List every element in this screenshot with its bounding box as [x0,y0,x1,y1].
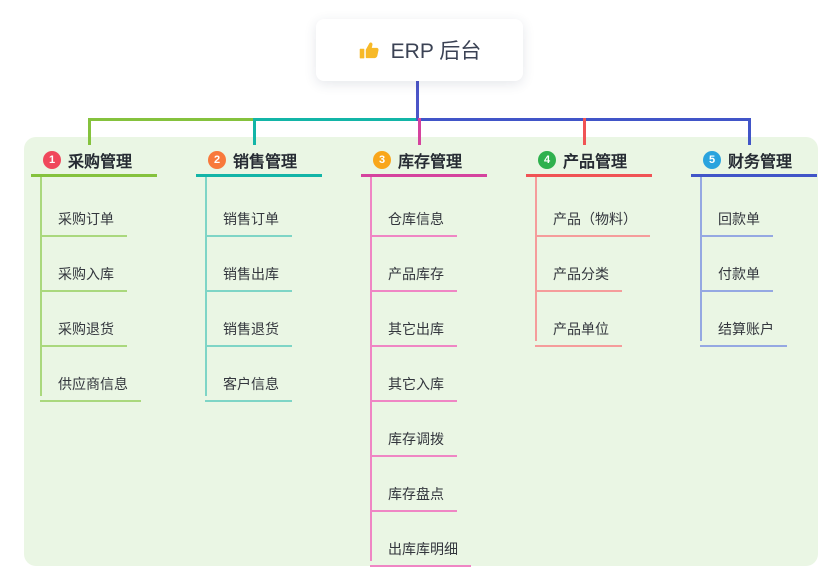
child-node[interactable]: 产品（物料） [535,189,650,237]
child-node[interactable]: 销售出库 [205,244,292,292]
child-node[interactable]: 采购退货 [40,299,127,347]
branch-number-badge: 2 [208,151,226,169]
child-node[interactable]: 仓库信息 [370,189,457,237]
child-node[interactable]: 其它入库 [370,354,457,402]
branch-label: 销售管理 [233,154,298,171]
branch-drop-connector [583,118,586,145]
child-node[interactable]: 产品分类 [535,244,622,292]
branch-node-4[interactable]: 4 产品管理 [526,146,652,177]
child-node[interactable]: 销售退货 [205,299,292,347]
child-node[interactable]: 出库库明细 [370,519,471,567]
child-node[interactable]: 销售订单 [205,189,292,237]
child-node[interactable]: 采购订单 [40,189,127,237]
child-node[interactable]: 供应商信息 [40,354,141,402]
child-node[interactable]: 结算账户 [700,299,787,347]
branch-node-3[interactable]: 3 库存管理 [361,146,487,177]
branch-label: 财务管理 [728,154,793,171]
child-spine-connector [535,177,537,341]
child-node[interactable]: 产品单位 [535,299,622,347]
branch-label: 库存管理 [398,154,463,171]
child-node[interactable]: 采购入库 [40,244,127,292]
mindmap-background-card [24,137,818,566]
branch-label: 采购管理 [68,154,133,171]
child-node[interactable]: 库存盘点 [370,464,457,512]
child-node[interactable]: 客户信息 [205,354,292,402]
child-node[interactable]: 产品库存 [370,244,457,292]
branch-drop-connector [418,118,421,145]
branch-node-2[interactable]: 2 销售管理 [196,146,322,177]
branch-number-badge: 3 [373,151,391,169]
branch-node-1[interactable]: 1 采购管理 [31,146,157,177]
branch-number-badge: 4 [538,151,556,169]
branch-drop-connector [748,118,751,145]
child-node[interactable]: 库存调拨 [370,409,457,457]
root-node[interactable]: ERP 后台 [316,19,523,81]
child-spine-connector [40,177,42,396]
root-connector [416,80,419,121]
child-node[interactable]: 其它出库 [370,299,457,347]
child-node[interactable]: 付款单 [700,244,773,292]
branch-drop-connector [253,118,256,145]
child-node[interactable]: 回款单 [700,189,773,237]
child-spine-connector [700,177,702,341]
root-label: ERP 后台 [390,40,482,63]
branch-drop-connector [88,118,91,145]
thumbs-up-icon [359,41,379,58]
branch-label: 产品管理 [563,154,628,171]
branch-number-badge: 5 [703,151,721,169]
branch-bus-segment [253,118,422,121]
branch-node-5[interactable]: 5 财务管理 [691,146,817,177]
child-spine-connector [370,177,372,561]
child-spine-connector [205,177,207,396]
branch-number-badge: 1 [43,151,61,169]
